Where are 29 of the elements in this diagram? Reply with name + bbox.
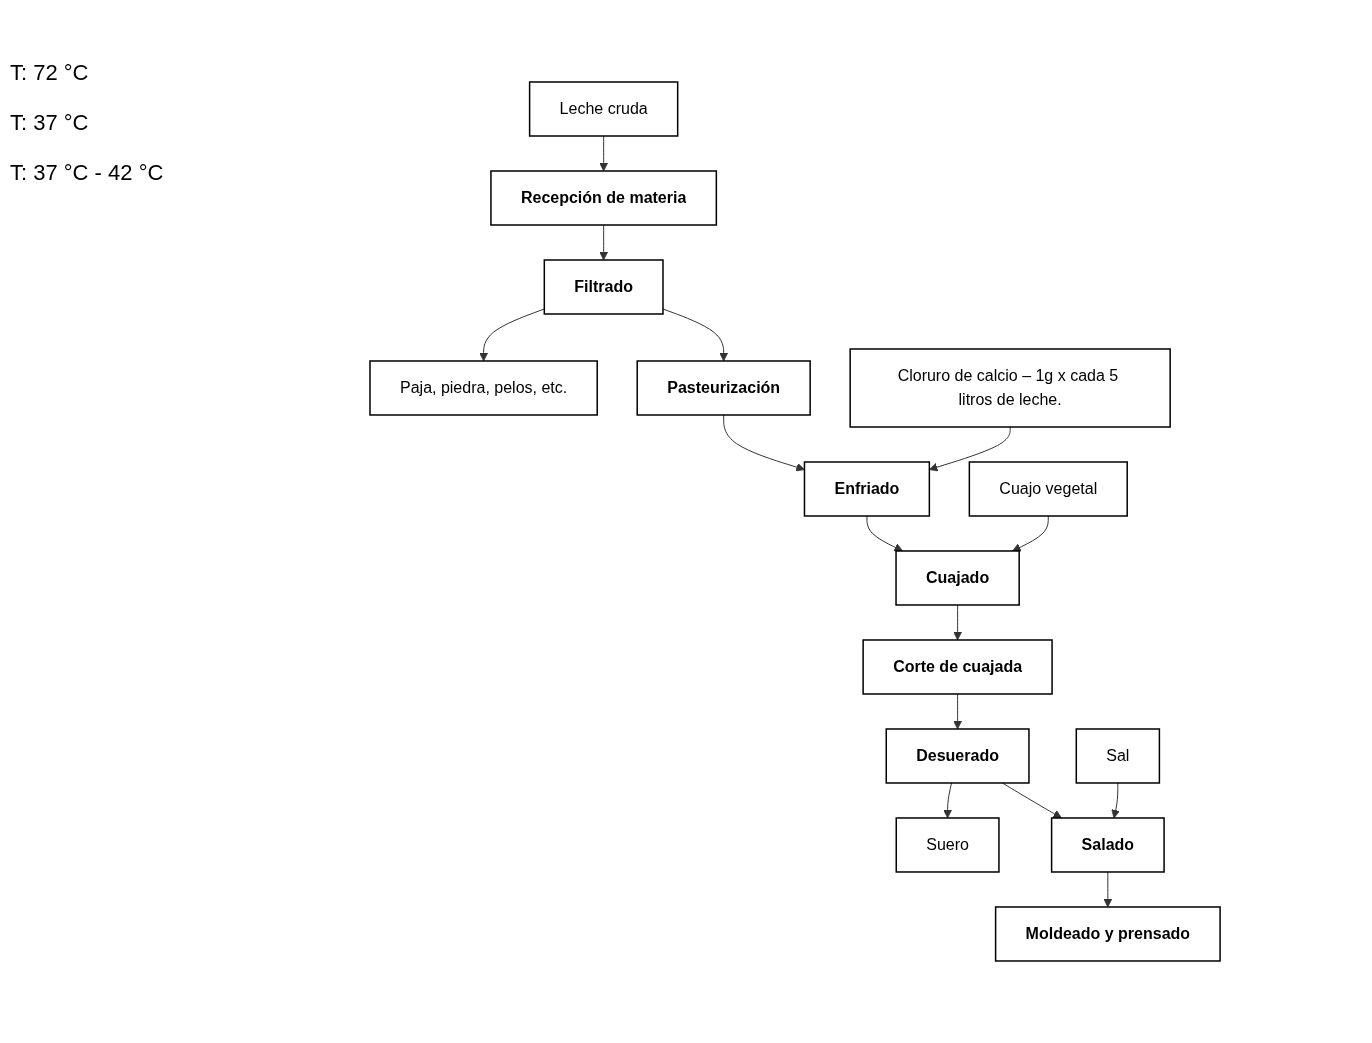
node-box: Pasteurización — [636, 360, 812, 416]
node-box: Suero — [895, 817, 1001, 873]
temperature-note: T: 37 °C — [10, 110, 89, 136]
arrow — [929, 426, 1011, 472]
arrow — [1103, 871, 1113, 908]
node-box: Sal — [1075, 728, 1161, 784]
node-box: Corte de cuajada — [862, 639, 1054, 695]
node-box: Cuajado — [895, 550, 1021, 606]
arrow — [1002, 782, 1063, 819]
arrow — [1012, 515, 1050, 552]
node-box: Moldeado y prensado — [995, 906, 1222, 962]
node-box: Enfriado — [804, 461, 931, 517]
arrow — [943, 782, 953, 819]
node-box: Cuajo vegetal — [969, 461, 1129, 517]
arrow — [1111, 782, 1121, 819]
arrow — [953, 693, 963, 730]
node-box: Salado — [1051, 817, 1166, 873]
node-box: Paja, piedra, pelos, etc. — [369, 360, 599, 416]
node-box: Filtrado — [543, 259, 665, 315]
node-box: Recepción de materia — [490, 170, 718, 226]
node-box: Desuerado — [885, 728, 1031, 784]
arrow — [599, 135, 609, 172]
temperature-note: T: 72 °C — [10, 60, 89, 86]
node-box: Leche cruda — [529, 81, 679, 137]
arrow — [866, 515, 904, 552]
node-box: Cloruro de calcio – 1g x cada 5 litros de leche. — [849, 348, 1172, 428]
arrow — [599, 224, 609, 261]
arrow — [953, 604, 963, 641]
temperature-note: T: 37 °C - 42 °C — [10, 160, 164, 186]
